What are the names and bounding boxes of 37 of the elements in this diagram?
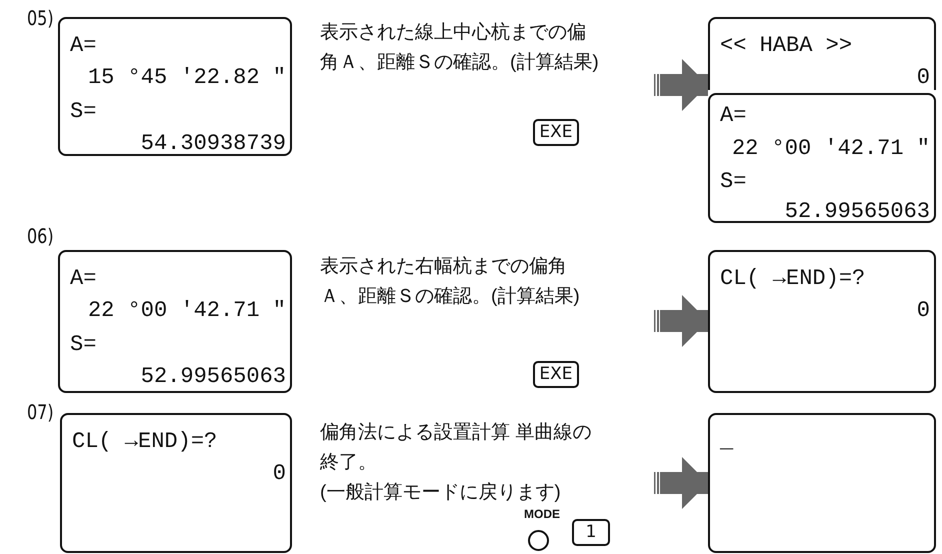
display-screen bbox=[60, 413, 292, 553]
display-screen bbox=[708, 17, 936, 90]
display-text: A= bbox=[720, 103, 746, 129]
display-text: CL( →END)=? bbox=[72, 429, 218, 455]
display-text: 0 bbox=[272, 461, 286, 487]
display-text: 52.99565063 bbox=[784, 199, 930, 225]
instruction-text: (一般計算モードに戻ります) bbox=[320, 481, 562, 505]
display-text: 0 bbox=[916, 65, 930, 91]
display-text: A= bbox=[70, 266, 96, 292]
step-number: 07) bbox=[27, 400, 54, 424]
display-text: _ bbox=[720, 429, 734, 455]
display-screen bbox=[708, 93, 936, 223]
display-screen bbox=[58, 17, 292, 156]
display-text: 15 °45 ′22.82 ″ bbox=[88, 65, 286, 91]
key-button: EXE bbox=[533, 119, 579, 146]
display-text: 22 °00 ′42.71 ″ bbox=[88, 298, 286, 324]
display-text: A= bbox=[70, 33, 96, 59]
key-button: EXE bbox=[533, 361, 579, 388]
display-text: S= bbox=[720, 169, 746, 195]
display-text: CL( →END)=? bbox=[720, 266, 866, 292]
display-text: 54.30938739 bbox=[140, 131, 286, 157]
step-number: 06) bbox=[27, 224, 54, 248]
key-label: MODE bbox=[524, 507, 560, 521]
key-button: 1 bbox=[572, 519, 610, 546]
instruction-text: 偏角法による設置計算 単曲線の終了。 bbox=[320, 421, 592, 475]
display-text: 0 bbox=[916, 298, 930, 324]
display-screen bbox=[708, 413, 936, 553]
display-text: << HABA >> bbox=[720, 33, 852, 59]
display-text: 52.99565063 bbox=[140, 364, 286, 390]
display-screen bbox=[708, 250, 936, 393]
display-text: 22 °00 ′42.71 ″ bbox=[732, 136, 930, 162]
instruction-text: 表示された線上中心杭までの偏角Ａ、距離Ｓの確認。(計算結果) bbox=[320, 21, 600, 75]
display-text: S= bbox=[70, 332, 96, 358]
step-number: 05) bbox=[27, 6, 54, 30]
display-screen bbox=[58, 250, 292, 393]
display-text: S= bbox=[70, 99, 96, 125]
instruction-text: 表示された右幅杭までの偏角Ａ、距離Ｓの確認。(計算結果) bbox=[320, 255, 581, 309]
